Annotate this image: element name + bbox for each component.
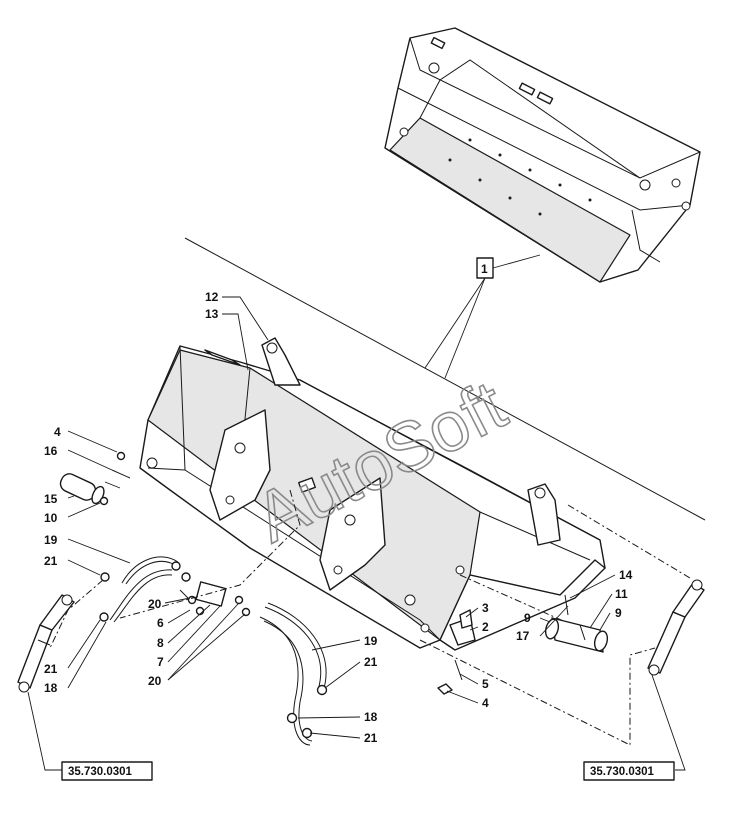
bracket-right: [319, 477, 386, 591]
callout-10: 10: [44, 511, 58, 525]
bolt-5: [454, 659, 463, 681]
canister-15: [59, 473, 105, 505]
fitting-21-left-upper: [100, 572, 110, 582]
callout-9-left: 9: [524, 611, 531, 625]
callout-20-lower: 20: [148, 674, 162, 688]
callout-3: 3: [482, 601, 489, 615]
callout-19-right: 19: [364, 634, 378, 648]
callout-21-left-lower: 21: [44, 662, 58, 676]
main-bucket: [139, 337, 606, 651]
callout-19-left: 19: [44, 533, 58, 547]
callout-18-left: 18: [44, 681, 58, 695]
bracket-left: [209, 409, 271, 521]
callout-21-mid: 21: [364, 655, 378, 669]
reference-box-left: 35.730.0301: [61, 761, 153, 781]
hydraulic-cylinder-left: [17, 594, 75, 693]
callout-9-right: 9: [615, 606, 622, 620]
callout-13: 13: [205, 307, 219, 321]
right-components: [437, 579, 705, 695]
nut-4: [116, 451, 126, 461]
callout-21-left-upper: 21: [44, 554, 58, 568]
pivot-ear-right: [527, 483, 561, 546]
callout-15: 15: [44, 492, 58, 506]
reference-box-right: 35.730.0301: [583, 761, 675, 781]
callout-5: 5: [482, 677, 489, 691]
callout-14: 14: [619, 568, 633, 582]
callout-16: 16: [44, 444, 58, 458]
fitting-10: [99, 496, 109, 506]
hydraulic-cylinder-right: [647, 579, 705, 676]
upper-bucket-assembly: [384, 27, 701, 283]
fitting-18-lower: [286, 712, 298, 724]
callout-21-bottom: 21: [364, 731, 378, 745]
fitting-21-left-lower: [99, 612, 109, 622]
pin-14: [564, 594, 569, 616]
assembly-reference-box: 1: [424, 254, 541, 379]
leader-lines: [27, 296, 686, 771]
valve-block-7: [195, 581, 227, 607]
callout-12: 12: [205, 290, 219, 304]
callout-6: 6: [157, 616, 164, 630]
screw-16: [111, 469, 131, 479]
callout-8: 8: [157, 636, 164, 650]
callout-17: 17: [516, 629, 530, 643]
callout-2: 2: [482, 620, 489, 634]
pin-11: [544, 617, 609, 653]
callout-4-left: 4: [54, 425, 61, 439]
fitting-21-lower: [316, 684, 328, 696]
callout-1: 1: [481, 262, 488, 276]
callout-20-upper: 20: [148, 597, 162, 611]
callout-7: 7: [157, 655, 164, 669]
reference-right-label: 35.730.0301: [590, 766, 655, 778]
callout-4-right: 4: [482, 696, 489, 710]
lower-hose-set: [259, 602, 328, 746]
callout-labels: 12 13 4 16 15 10 19 21 20 6 8 7 20 21 18…: [44, 290, 633, 745]
hose-19-left: [109, 556, 179, 621]
callout-18-bottom: 18: [364, 710, 378, 724]
separator-line: [184, 237, 706, 521]
reference-left-label: 35.730.0301: [68, 766, 133, 778]
callout-11: 11: [615, 587, 628, 601]
